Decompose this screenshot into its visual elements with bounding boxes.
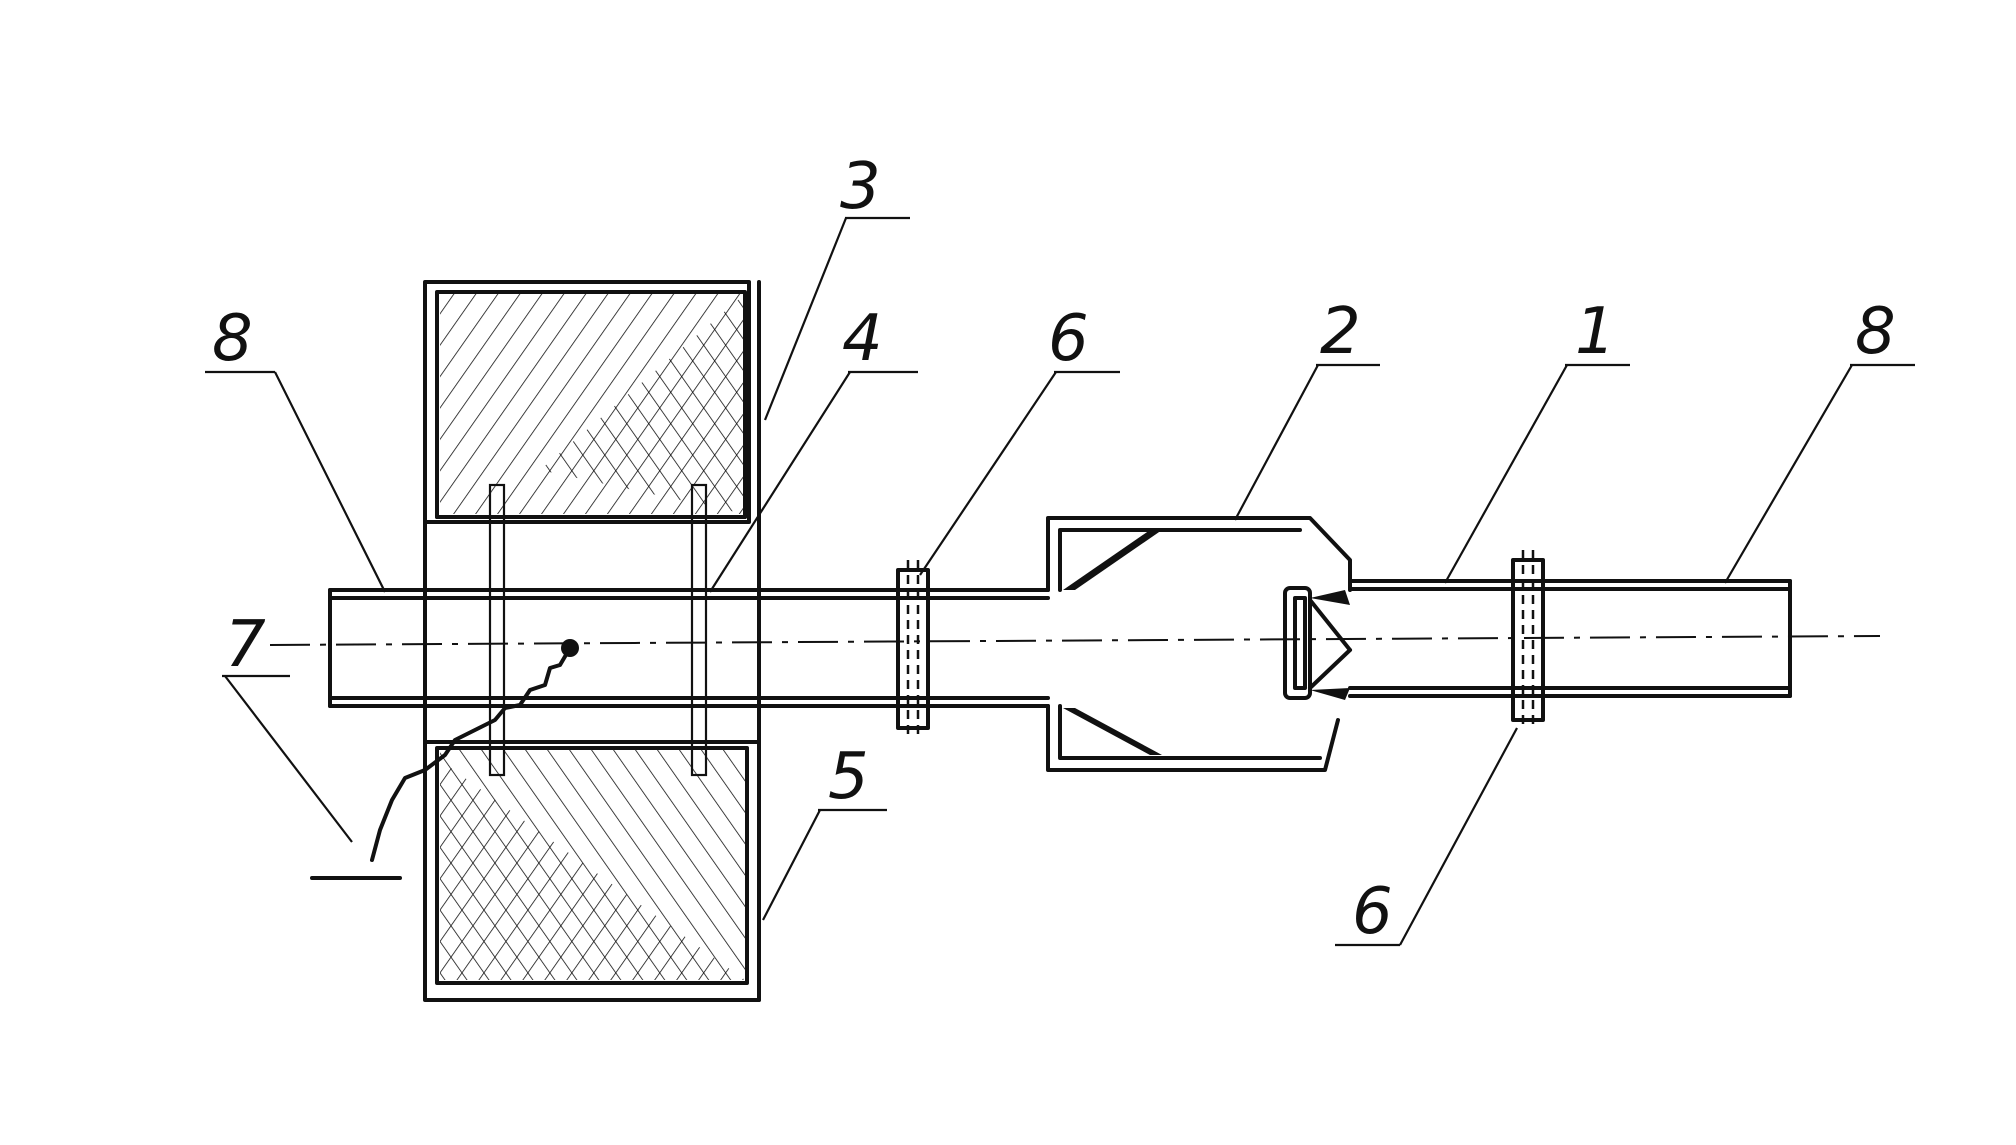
pipe-left [328, 588, 1050, 708]
nozzle [1283, 586, 1352, 700]
leader-lines [205, 216, 1915, 947]
label-coil-top: 3 [840, 150, 881, 224]
center-axis [269, 635, 1881, 646]
coil-assembly [423, 280, 761, 1002]
ground-wire [310, 639, 579, 880]
label-coil-bottom: 5 [828, 740, 869, 814]
label-ground-wire: 7 [225, 608, 266, 682]
label-electrode: 4 [842, 302, 883, 376]
label-pipe-left: 8 [212, 302, 253, 376]
chamber [1046, 516, 1352, 772]
electrode-plates [488, 483, 708, 777]
label-flange-left: 6 [1048, 302, 1089, 376]
pipe-right [1348, 579, 1792, 698]
flange-left [896, 560, 930, 738]
flange-right [1511, 550, 1545, 730]
label-chamber: 2 [1320, 295, 1361, 369]
label-flange-right: 6 [1352, 875, 1393, 949]
label-pipe-right: 8 [1855, 295, 1896, 369]
label-nozzle: 1 [1575, 295, 1616, 369]
